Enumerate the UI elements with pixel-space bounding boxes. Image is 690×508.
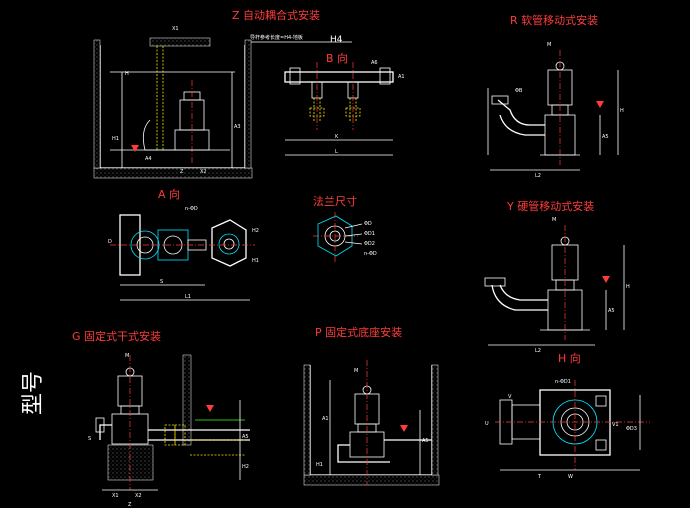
y-dim-a5: A5 xyxy=(608,308,615,314)
z-water-level-icon xyxy=(131,145,139,152)
flange-n-phid: n-ΦD xyxy=(364,251,377,257)
view-r-title: R 软管移动式安装 xyxy=(510,13,598,27)
h-dim-v1: V1 xyxy=(612,422,619,428)
p-dim-a1: A1 xyxy=(322,416,329,422)
r-dim-a5: A5 xyxy=(602,134,609,140)
b-dim-l: L xyxy=(335,149,338,155)
view-a-title: A 向 xyxy=(158,187,180,201)
z-dim-x2: X2 xyxy=(200,169,207,175)
view-g-title: G 固定式干式安装 xyxy=(72,329,161,343)
view-z-title: Z 自动耦合式安装 xyxy=(232,8,320,22)
view-a: A 向 S L1 D H2 H1 n-ΦD xyxy=(108,187,259,301)
a-dim-h1: H1 xyxy=(252,258,259,264)
view-b-title: B 向 xyxy=(326,51,348,65)
z-dim-z: Z xyxy=(180,169,184,175)
view-b: B 向 K L A1 A6 xyxy=(284,51,405,156)
p-dim-h1: H1 xyxy=(316,462,323,468)
y-water-level-icon xyxy=(602,276,610,283)
view-g-dry: G 固定式干式安装 M A5 H2 S X1 X2 Z xyxy=(72,329,250,508)
h-dim-t: T xyxy=(537,474,542,480)
r-dim-phib: ΦB xyxy=(515,88,523,94)
a-dim-s: S xyxy=(160,279,163,285)
p-dim-m: M xyxy=(354,368,358,374)
h-dim-n-phid1: n-ΦD1 xyxy=(555,379,571,385)
model-side-label: 型号 xyxy=(21,371,46,415)
g-dim-m: M xyxy=(125,353,129,359)
p-water-level-icon xyxy=(400,425,408,432)
view-p-title: P 固定式底座安装 xyxy=(315,325,402,339)
view-r-hose: R 软管移动式安装 M ΦB H A5 L2 xyxy=(487,13,624,179)
r-dim-h: H xyxy=(620,108,624,114)
z-dim-h1: H1 xyxy=(112,136,119,142)
r-water-level-icon xyxy=(596,101,604,108)
y-dim-h: H xyxy=(626,284,630,290)
z-dim-x1: X1 xyxy=(172,26,179,32)
r-dim-m: M xyxy=(547,42,551,48)
view-z-auto-coupling: Z 自动耦合式安装 导杆参考长度=H4-地板 H4 H A3 H1 X1 Z X… xyxy=(93,8,352,179)
flange-phid2: ΦD2 xyxy=(364,241,375,247)
view-y-title: Y 硬管移动式安装 xyxy=(506,199,594,213)
h-dim-w: W xyxy=(568,474,573,480)
g-dim-x2: X2 xyxy=(135,493,142,499)
a-dim-l1: L1 xyxy=(185,294,191,300)
g-dim-a5: A5 xyxy=(242,434,249,440)
h-dim-phid3: ΦD3 xyxy=(626,426,637,432)
view-y-hard-pipe: Y 硬管移动式安装 M H A5 L2 xyxy=(484,199,630,354)
p-dim-a5: A5 xyxy=(422,438,429,444)
b-dim-k: K xyxy=(335,134,339,140)
a-dim-d: D xyxy=(108,239,112,245)
guide-rod-note-h4: H4 xyxy=(330,35,343,45)
guide-rod-note: 导杆参考长度=H4-地板 xyxy=(250,34,303,41)
y-dim-l2: L2 xyxy=(535,348,541,354)
h-dim-v: V xyxy=(508,394,512,400)
flange-phid: ΦD xyxy=(364,221,372,227)
g-dim-x1: X1 xyxy=(112,493,119,499)
g-dim-h2: H2 xyxy=(242,464,249,470)
y-dim-m: M xyxy=(552,217,556,223)
flange-phid1: ΦD1 xyxy=(364,231,375,237)
a-dim-h2: H2 xyxy=(252,228,259,234)
b-dim-a1: A1 xyxy=(398,74,405,80)
a-dim-n-phid: n-ΦD xyxy=(185,206,198,212)
z-dim-h: H xyxy=(125,71,129,77)
view-flange-title: 法兰尺寸 xyxy=(313,194,357,208)
h-dim-u: U xyxy=(485,421,489,427)
g-water-level-icon xyxy=(206,405,214,412)
view-flange: 法兰尺寸 ΦD ΦD1 ΦD2 n-ΦD xyxy=(313,194,377,262)
g-dim-z: Z xyxy=(128,502,132,508)
z-dim-a3: A3 xyxy=(234,124,241,130)
r-dim-l2: L2 xyxy=(535,173,541,179)
b-dim-a6: A6 xyxy=(371,60,378,66)
view-h: H 向 n-ΦD1 U V V1 ΦD3 W T xyxy=(485,351,650,480)
g-dim-s: S xyxy=(88,436,91,442)
view-h-title: H 向 xyxy=(558,351,581,365)
view-p-base: P 固定式底座安装 M A1 A5 H1 xyxy=(303,325,440,486)
z-dim-a4: A4 xyxy=(145,156,152,162)
